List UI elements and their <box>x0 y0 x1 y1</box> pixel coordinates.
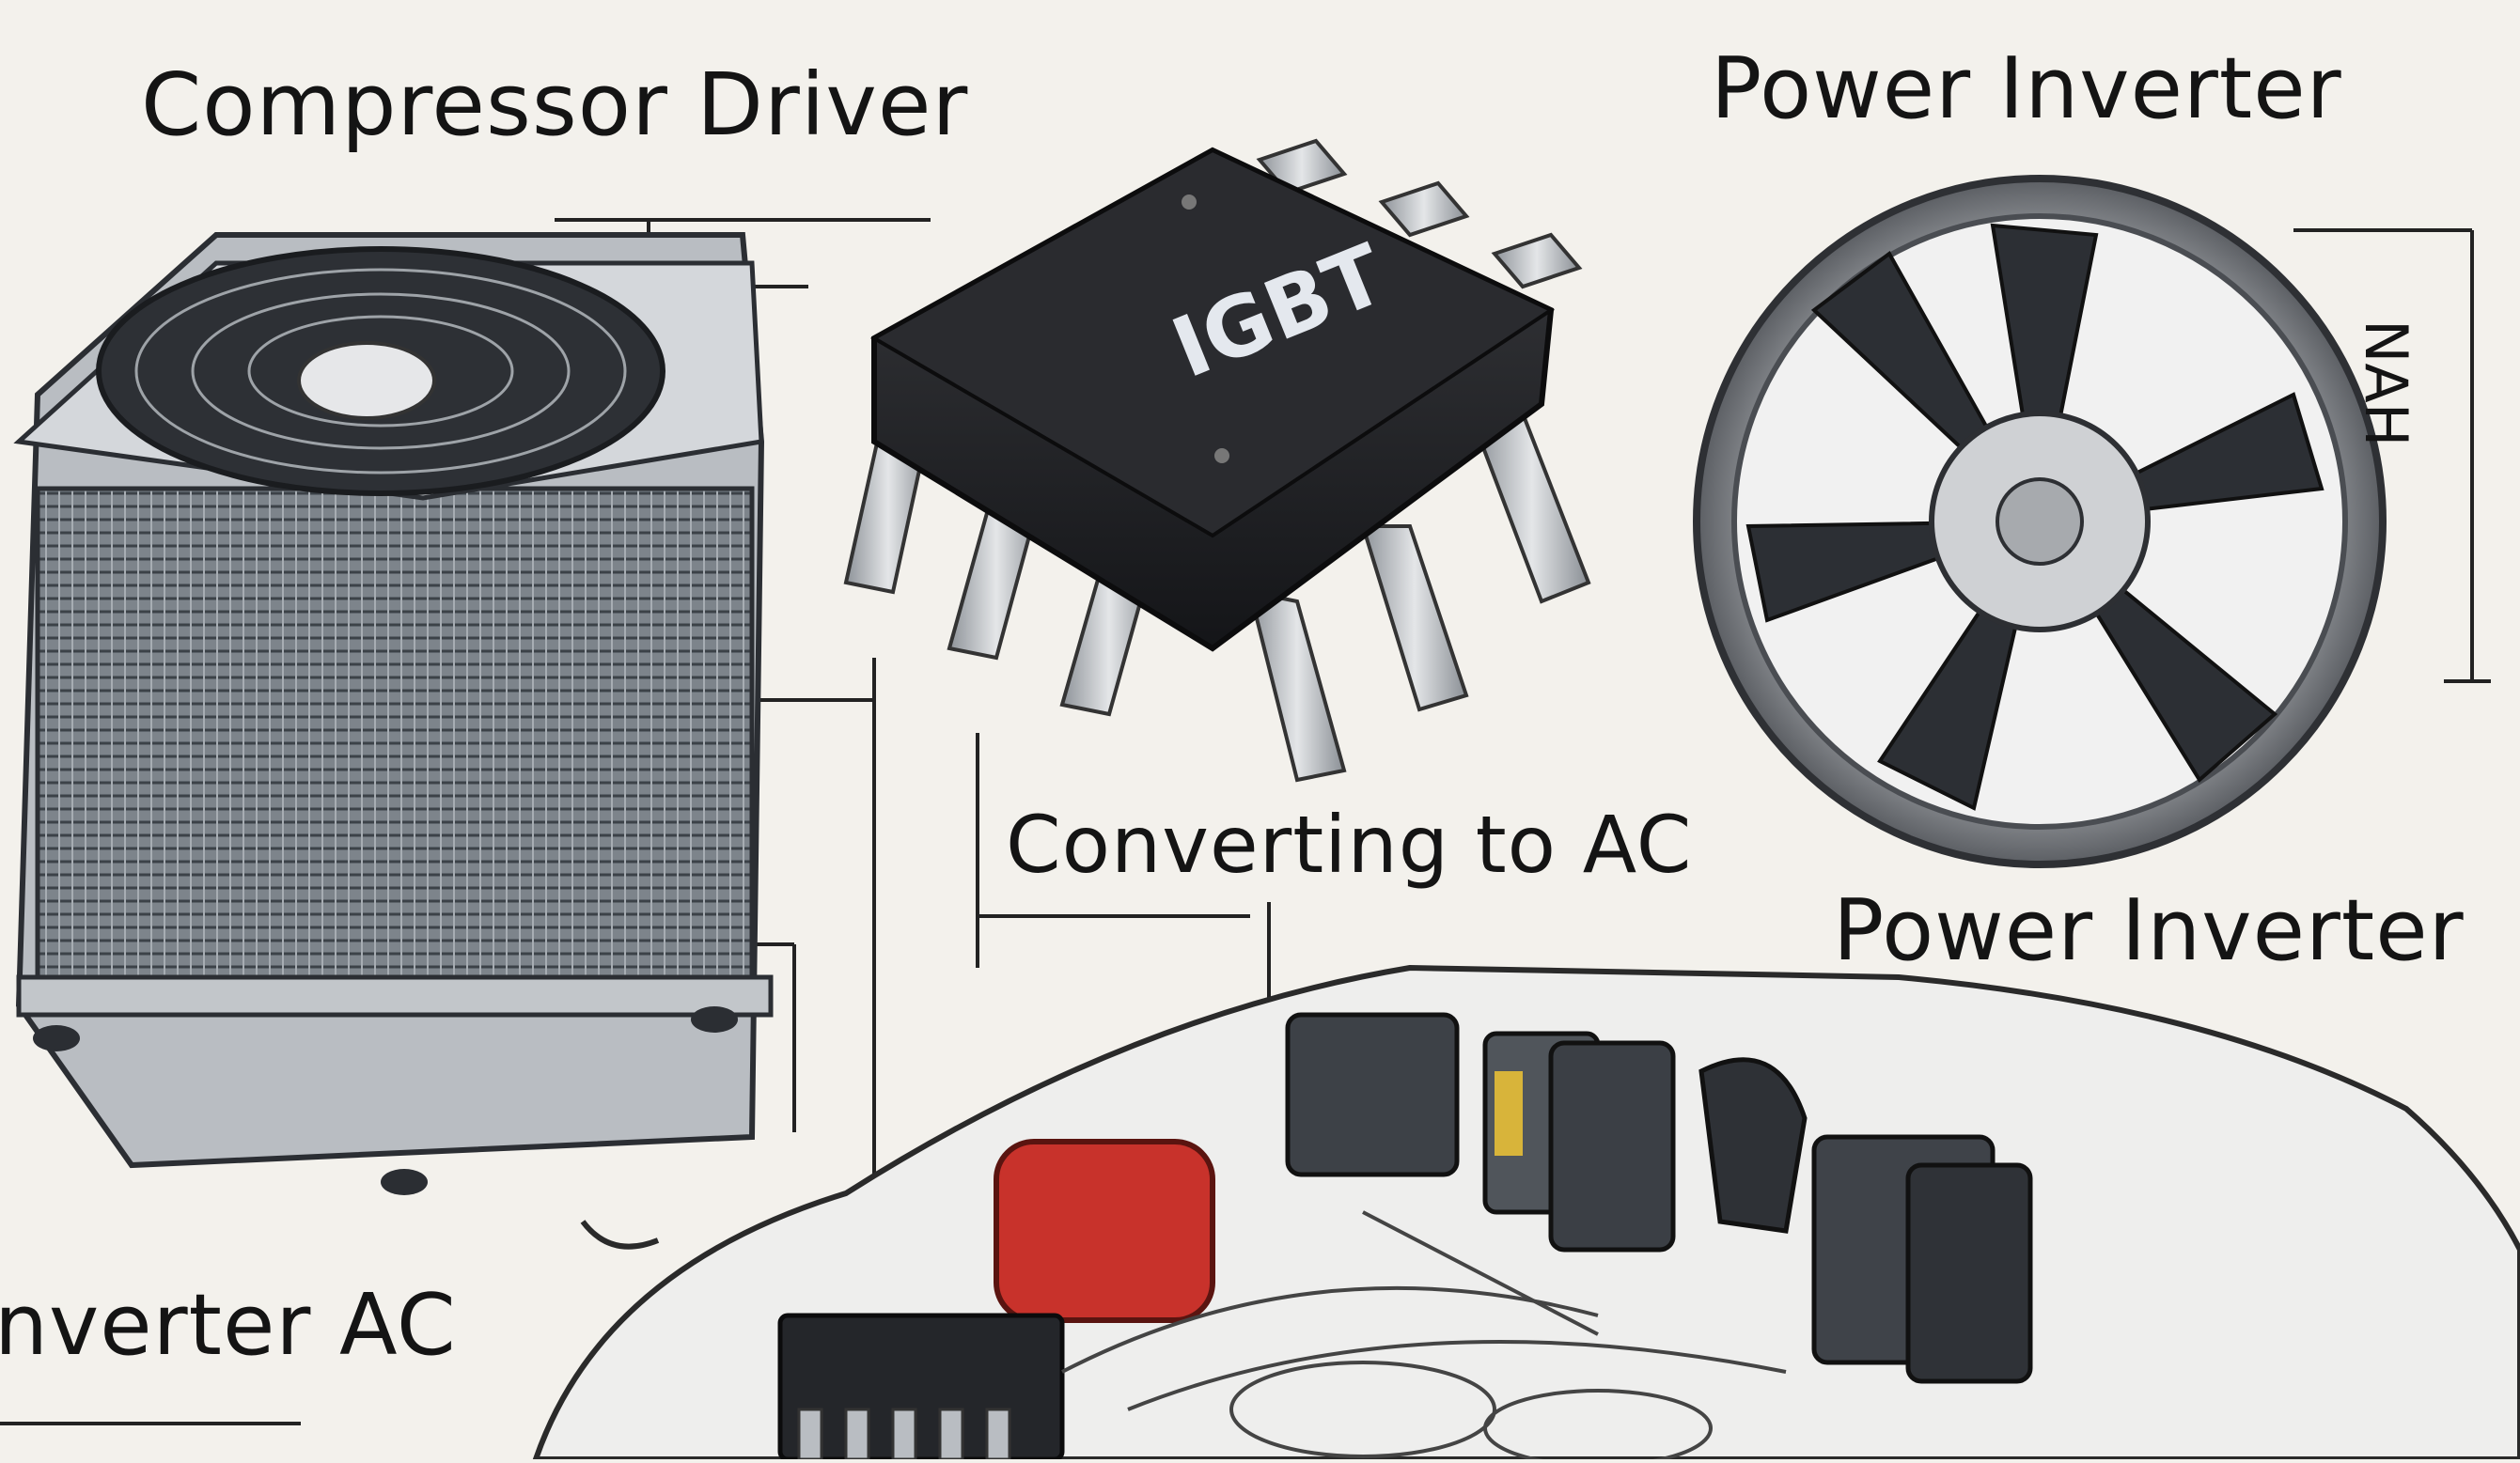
ac-condenser-unit-icon <box>19 235 771 1195</box>
side-mark-label: NAH <box>2352 319 2420 446</box>
fan-wheel-icon <box>1697 179 2383 864</box>
igbt-chip-icon: IGBT <box>846 141 1589 780</box>
power-inverter-label-top: Power Inverter <box>1711 39 2342 138</box>
car-engine-bay-icon <box>536 968 2520 1459</box>
power-inverter-label-mid: Power Inverter <box>1833 881 2465 980</box>
inverter-ac-label: nverter AC <box>0 1276 457 1375</box>
converting-label: Converting to AC <box>1006 799 1692 891</box>
compressor-driver-label: Compressor Driver <box>141 54 968 155</box>
